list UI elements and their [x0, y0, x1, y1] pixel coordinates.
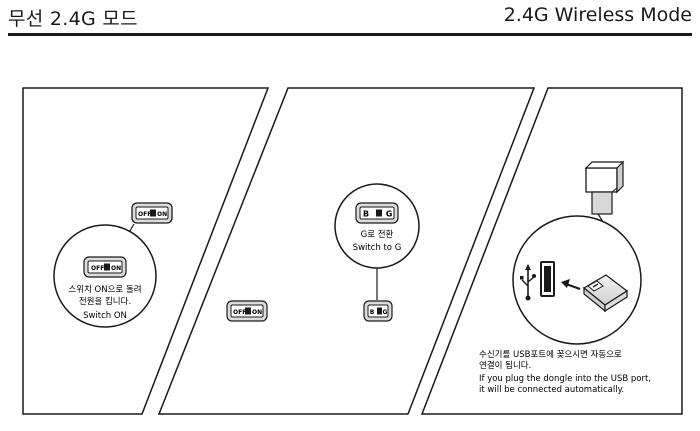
page-title-korean: 무선 2.4G 모드: [8, 8, 138, 30]
insert-arrow-icon: [561, 279, 581, 291]
switch-off-text: OFF: [138, 211, 151, 218]
device-mode-g-text: G: [383, 309, 388, 316]
switch2-on-text: ON: [252, 309, 262, 316]
mode-switch-zoom-bubble: B G G로 전환 Switch to G: [334, 183, 420, 269]
usb-symbol-icon: [520, 264, 536, 301]
zoom-switch-slider: [104, 263, 110, 271]
panel1-caption-ko-1: 스위치 ON으로 돌려: [68, 284, 141, 295]
switch2-slider: [245, 307, 251, 315]
usb-dongle-icon: [584, 160, 625, 215]
mode-b-text: B: [363, 210, 369, 219]
panel3-caption-en-1: If you plug the dongle into the USB port…: [479, 374, 651, 384]
header-rule: [8, 33, 692, 36]
panel3-caption-en-2: it will be connected automatically.: [479, 385, 624, 395]
usb-port-icon: [540, 261, 555, 297]
dongle-plug-icon: [582, 274, 629, 313]
zoom-switch-off-text: OFF: [91, 265, 104, 272]
mode-switch-device: B G: [363, 300, 393, 322]
panel2-caption-ko: G로 전환: [361, 229, 394, 240]
power-switch-device: OFF ON: [131, 202, 173, 224]
panel3-caption-ko-1: 수신기를 USB포트에 꽂으시면 자동으로: [479, 349, 622, 360]
panel-3-frame: [420, 87, 683, 415]
usb-port-zoom-bubble: [512, 215, 642, 345]
panel1-caption-en: Switch ON: [83, 311, 127, 321]
device-mode-slider: [377, 307, 382, 315]
panel-1-frame: [22, 87, 270, 415]
device-mode-b-text: B: [370, 309, 375, 316]
mode-g-text: G: [386, 210, 393, 219]
zoom-switch-on-text: ON: [111, 265, 121, 272]
switch2-off-text: OFF: [233, 309, 246, 316]
switch-on-text: ON: [157, 211, 167, 218]
page-title-english: 2.4G Wireless Mode: [503, 4, 692, 26]
power-switch-device-2: OFF ON: [226, 300, 268, 322]
mode-slider: [376, 209, 382, 217]
panel2-caption-en: Switch to G: [353, 243, 402, 253]
switch-zoom-bubble: OFF ON 스위치 ON으로 돌려 전원을 킵니다. Switch ON: [53, 224, 157, 328]
switch-slider: [150, 209, 156, 217]
panel-2-frame: [157, 87, 536, 415]
panel1-caption-ko-2: 전원을 킵니다.: [79, 296, 131, 307]
panel3-caption-ko-2: 연결이 됩니다.: [479, 360, 531, 371]
